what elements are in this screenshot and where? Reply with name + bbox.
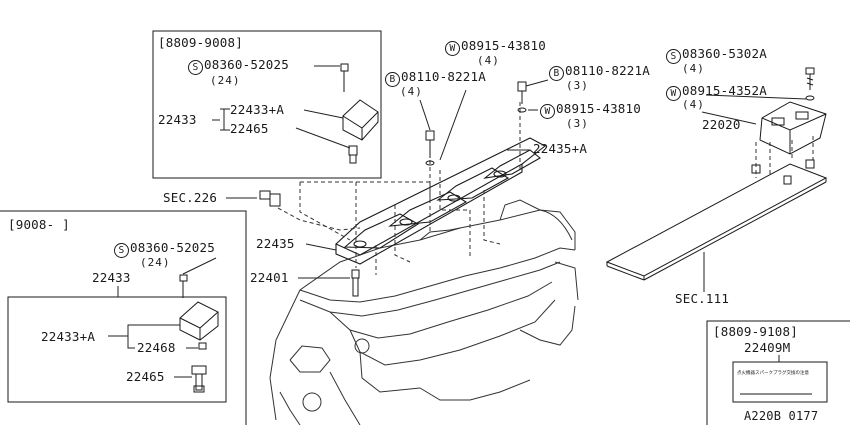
left-inner-frame	[7, 296, 227, 403]
top-screw-qty: (24)	[210, 74, 241, 87]
spark-plug-22401	[351, 269, 360, 297]
sec-111-label: SEC.111	[675, 291, 730, 306]
screw-symbol-icon: S	[114, 243, 129, 258]
bolt-left-qty: (4)	[400, 85, 423, 98]
washer-symbol-icon: W	[540, 104, 555, 119]
left-inset-frame	[0, 210, 247, 425]
cover-assy-part: 22435+A	[533, 141, 588, 156]
caution-label-part: 22409M	[744, 340, 791, 355]
top-inset-date-range: [8809-9008]	[158, 35, 243, 50]
module-washer-qty: (4)	[682, 98, 705, 111]
module-screw-part: 08360-5302A	[682, 46, 767, 61]
left-coil-assembly	[179, 274, 219, 393]
sec-226-label: SEC.226	[163, 190, 218, 205]
module-washer-part: 08915-4352A	[682, 83, 767, 98]
bolt-left-part: 08110-8221A	[401, 69, 486, 84]
caution-label-plate	[732, 361, 828, 403]
top-coil-assembly	[340, 63, 379, 164]
ignition-module	[751, 101, 827, 185]
left-coil-part: 22433	[92, 270, 131, 285]
left-coil-assy-part: 22433+A	[41, 329, 96, 344]
bolt-right	[517, 81, 527, 113]
washer-symbol-icon: W	[666, 86, 681, 101]
left-screw-part: 08360-52025	[130, 240, 215, 255]
module-screw-qty: (4)	[682, 62, 705, 75]
top-coil-assy-part: 22433+A	[230, 102, 285, 117]
bolt-right-part: 08110-8221A	[565, 63, 650, 78]
caution-label-text: 点火機器スパークプラグ交換の注意	[737, 371, 809, 376]
screw-symbol-icon: S	[188, 60, 203, 75]
spark-plug-sec226	[259, 190, 281, 207]
engine-cylinder-head	[269, 199, 579, 425]
washer-symbol-icon: W	[445, 41, 460, 56]
module-screw	[805, 67, 815, 101]
module-part: 22020	[702, 117, 741, 132]
washer-top-qty: (4)	[477, 54, 500, 67]
label-inset-date-range: [8809-9108]	[713, 324, 798, 339]
drawing-code: A220B 0177	[744, 409, 819, 423]
washer-mid-qty: (3)	[566, 117, 589, 130]
bolt-left	[425, 130, 435, 166]
left-screw-qty: (24)	[140, 256, 171, 269]
left-spacer-part: 22468	[137, 340, 176, 355]
top-screw-part: 08360-52025	[204, 57, 289, 72]
label-inset-frame	[706, 320, 850, 425]
spark-plug-cover	[335, 137, 547, 265]
cover-part: 22435	[256, 236, 295, 251]
top-rubber-part: 22465	[230, 121, 269, 136]
sec111-panel	[605, 163, 828, 277]
bolt-right-qty: (3)	[566, 79, 589, 92]
bolt-symbol-icon: B	[385, 72, 400, 87]
screw-symbol-icon: S	[666, 49, 681, 64]
top-inset-frame	[152, 30, 382, 179]
bolt-symbol-icon: B	[549, 66, 564, 81]
washer-mid-part: 08915-43810	[556, 101, 641, 116]
left-inset-date-range: [9008- ]	[8, 217, 70, 232]
top-coil-part: 22433	[158, 112, 197, 127]
spark-plug-part: 22401	[250, 270, 289, 285]
washer-top-part: 08915-43810	[461, 38, 546, 53]
left-rubber-part: 22465	[126, 369, 165, 384]
